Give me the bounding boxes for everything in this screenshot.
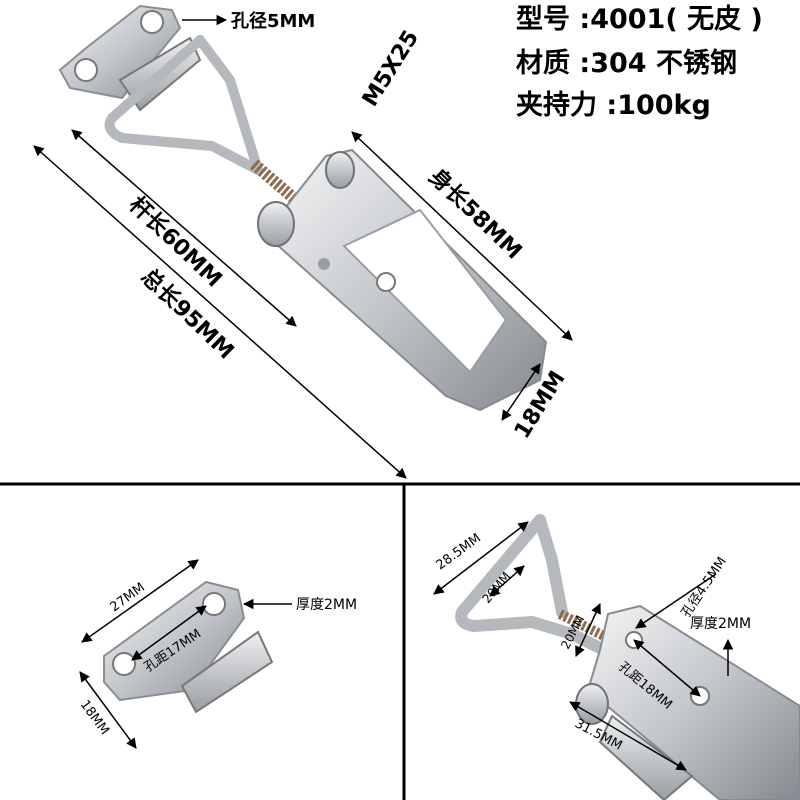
- hole-diameter-closeup-label: 孔径4.5MM: [679, 555, 730, 621]
- hole-diameter-line: [635, 573, 717, 629]
- latch-closeup-illustration: [455, 514, 800, 800]
- hole-diameter-label: 孔径5MM: [231, 10, 315, 32]
- plate-thickness-label: 厚度2MM: [296, 597, 357, 613]
- material-spec: 材质 :304 不锈钢: [516, 48, 737, 79]
- body-width-line: [575, 603, 601, 657]
- total-length-label: 总长95MM: [136, 264, 239, 365]
- width-line: [501, 363, 541, 421]
- model-spec: 型号 :4001( 无皮 ): [516, 4, 763, 35]
- loop-width-label: 28.5MM: [434, 531, 484, 573]
- thread-label: M5X25: [358, 26, 424, 111]
- thickness-closeup-label: 厚度2MM: [690, 616, 751, 632]
- hole-spacing-line: [633, 639, 701, 697]
- latch-length-line: [569, 701, 687, 771]
- plate-depth-line: [79, 671, 137, 749]
- clamping-force-spec: 夹持力 :100kg: [516, 90, 711, 121]
- total-length-line: [33, 145, 407, 479]
- plate-width-line: [81, 559, 199, 643]
- loop-inner-line: [489, 565, 525, 597]
- loop-width-line: [433, 521, 529, 595]
- plate-hole-spacing-line: [131, 605, 207, 661]
- plate-depth-label: 18MM: [77, 698, 112, 738]
